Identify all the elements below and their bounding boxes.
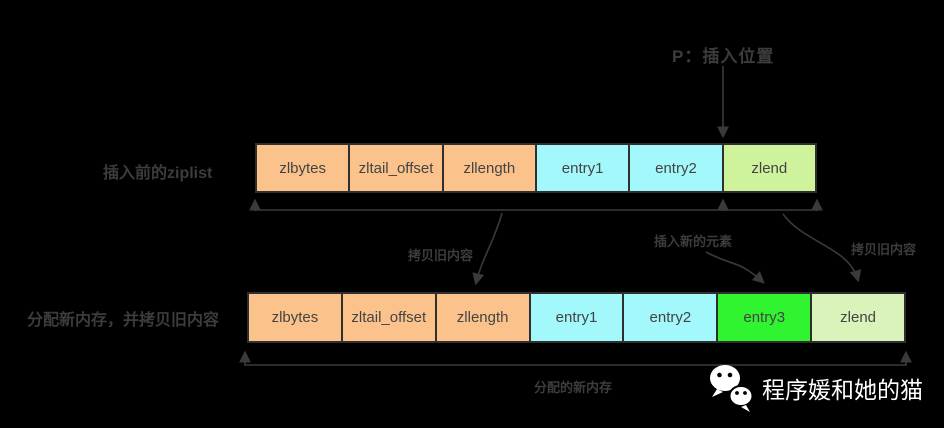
- cell-entry1: entry1: [530, 294, 625, 341]
- cell-entry2: entry2: [624, 294, 719, 341]
- cell-entry1: entry1: [536, 145, 631, 191]
- insert-new-element-label: 插入新的元素: [654, 234, 733, 249]
- ziplist-after-row: zlbytes zltail_offset zllength entry1 en…: [247, 292, 906, 343]
- wechat-icon: [710, 365, 754, 412]
- cell-zlend: zlend: [723, 145, 815, 191]
- cell-entry2: entry2: [630, 145, 724, 191]
- cell-zllength: zllength: [436, 294, 531, 341]
- watermark-text: 程序媛和她的猫: [762, 377, 923, 403]
- cell-zltail-offset: zltail_offset: [350, 145, 444, 191]
- ziplist-before-row: zlbytes zltail_offset zllength entry1 en…: [255, 143, 817, 193]
- copy-old-right-arrow: [782, 213, 862, 283]
- watermark: 程序媛和她的猫: [708, 362, 923, 414]
- cell-zlend: zlend: [812, 294, 905, 341]
- insert-position-label: P：插入位置: [672, 47, 775, 66]
- cell-zlbytes: zlbytes: [257, 145, 351, 191]
- insert-new-element-arrow: [705, 251, 765, 284]
- copy-old-right-label: 拷贝旧内容: [851, 242, 917, 257]
- new-memory-label: 分配的新内存: [534, 380, 613, 395]
- cell-zlbytes: zlbytes: [249, 294, 343, 341]
- cell-zltail-offset: zltail_offset: [342, 294, 437, 341]
- copy-old-left-label: 拷贝旧内容: [408, 248, 474, 263]
- row-before-label: 插入前的ziplist: [103, 165, 213, 182]
- row-after-label: 分配新内存，并拷贝旧内容: [27, 312, 220, 329]
- cell-zllength: zllength: [443, 145, 537, 191]
- cell-entry3: entry3: [718, 294, 813, 341]
- copy-old-left-arrow: [472, 212, 503, 286]
